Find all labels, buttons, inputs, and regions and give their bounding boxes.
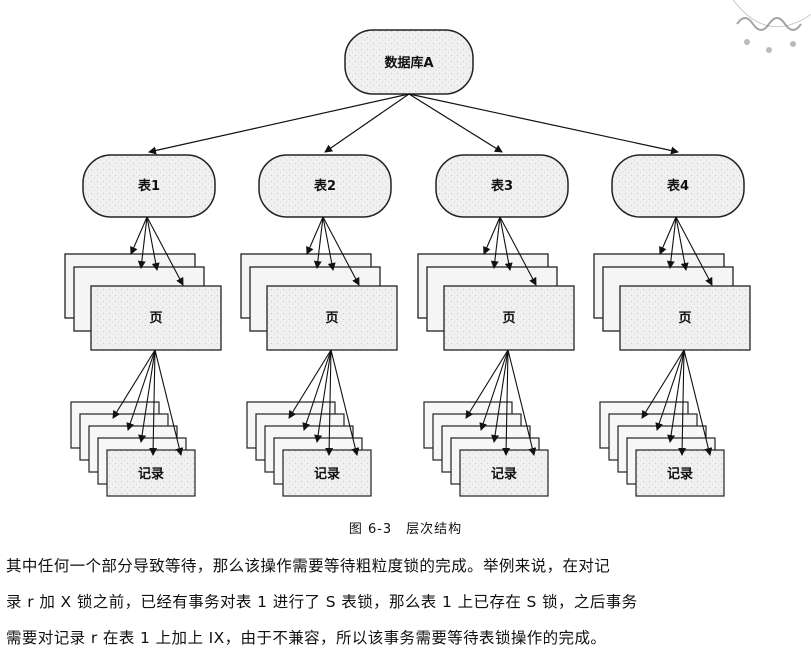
table-label: 表3 — [490, 178, 513, 194]
paragraph-line: 需要对记录 r 在表 1 上加上 IX，由于不兼容，所以该事务需要等待表锁操作的… — [6, 629, 607, 647]
edge-arrow — [112, 349, 156, 419]
table-label: 表1 — [137, 178, 160, 194]
edge-arrow — [408, 93, 679, 155]
page-label: 页 — [325, 311, 338, 326]
edge-arrow — [667, 349, 685, 443]
tables-layer: 表1 页记录 表2 页记录 表3 页记录 表4 页记录 — [64, 93, 751, 497]
edge-arrow — [675, 216, 689, 271]
table-node: 表3 — [435, 154, 569, 218]
page-stack: 页 — [64, 253, 222, 351]
paragraph-line: 录 r 加 X 锁之前，已经有事务对表 1 进行了 S 表锁，那么表 1 上已存… — [6, 593, 638, 611]
table-label: 表2 — [313, 178, 336, 194]
page-stack: 页 — [240, 253, 398, 351]
table-node: 表2 — [258, 154, 392, 218]
edge-arrow — [483, 216, 501, 255]
edge-arrow — [330, 349, 360, 456]
library-stamp — [732, 0, 811, 53]
hierarchy-diagram: 数据库A 表1 页记录 表2 页记录 表3 页记录 表4 页记录 — [64, 29, 751, 497]
edge-arrow — [302, 349, 332, 431]
table-branch: 表4 页记录 — [408, 93, 751, 497]
edge-arrow — [138, 349, 156, 443]
edge-arrow — [507, 349, 537, 456]
edge-arrow — [146, 216, 160, 271]
table-node: 表4 — [611, 154, 745, 218]
edge-arrow — [502, 349, 511, 456]
edge-arrow — [306, 216, 324, 255]
page-label: 页 — [149, 311, 162, 326]
edge-arrow — [146, 216, 184, 286]
page-label: 页 — [678, 311, 691, 326]
record-label: 记录 — [491, 467, 517, 482]
table-label: 表4 — [666, 178, 689, 194]
database-label: 数据库A — [384, 55, 433, 71]
edge-arrow — [313, 216, 324, 269]
record-stack: 记录 — [599, 401, 725, 497]
edge-arrow — [324, 93, 410, 153]
edge-arrow — [137, 216, 148, 269]
table-branch: 表3 页记录 — [408, 93, 575, 497]
body-paragraph: 其中任何一个部分导致等待，那么该操作需要等待粗粒度锁的完成。举例来说，在对记 录… — [6, 548, 806, 656]
edge-arrow — [499, 216, 537, 286]
table-node: 表1 — [82, 154, 216, 218]
database-node: 数据库A — [344, 29, 474, 95]
table-branch: 表2 页记录 — [240, 93, 410, 497]
edge-arrow — [126, 349, 156, 431]
edge-arrow — [288, 349, 332, 419]
edge-arrow — [322, 216, 360, 286]
edge-arrow — [675, 216, 713, 286]
edge-arrow — [322, 216, 336, 271]
edge-arrow — [659, 216, 677, 255]
record-label: 记录 — [314, 467, 340, 482]
edge-arrow — [148, 93, 410, 155]
edge-arrow — [149, 349, 158, 456]
paragraph-line: 其中任何一个部分导致等待，那么该操作需要等待粗粒度锁的完成。举例来说，在对记 — [6, 557, 611, 575]
record-label: 记录 — [138, 467, 164, 482]
edge-arrow — [154, 349, 184, 456]
edge-arrow — [491, 349, 509, 443]
figure-caption: 图 6-3 层次结构 — [348, 522, 463, 537]
edge-arrow — [499, 216, 513, 271]
page-label: 页 — [502, 311, 515, 326]
edge-arrow — [641, 349, 685, 419]
edge-arrow — [465, 349, 509, 419]
edge-arrow — [678, 349, 687, 456]
page-stack: 页 — [593, 253, 751, 351]
edge-arrow — [479, 349, 509, 431]
edge-arrow — [325, 349, 334, 456]
edge-arrow — [490, 216, 501, 269]
edge-arrow — [314, 349, 332, 443]
record-label: 记录 — [667, 467, 693, 482]
edge-arrow — [655, 349, 685, 431]
page-stack: 页 — [417, 253, 575, 351]
edge-arrow — [130, 216, 148, 255]
table-branch: 表1 页记录 — [64, 93, 410, 497]
edge-arrow — [666, 216, 677, 269]
edge-arrow — [408, 93, 503, 153]
edge-arrow — [683, 349, 713, 456]
